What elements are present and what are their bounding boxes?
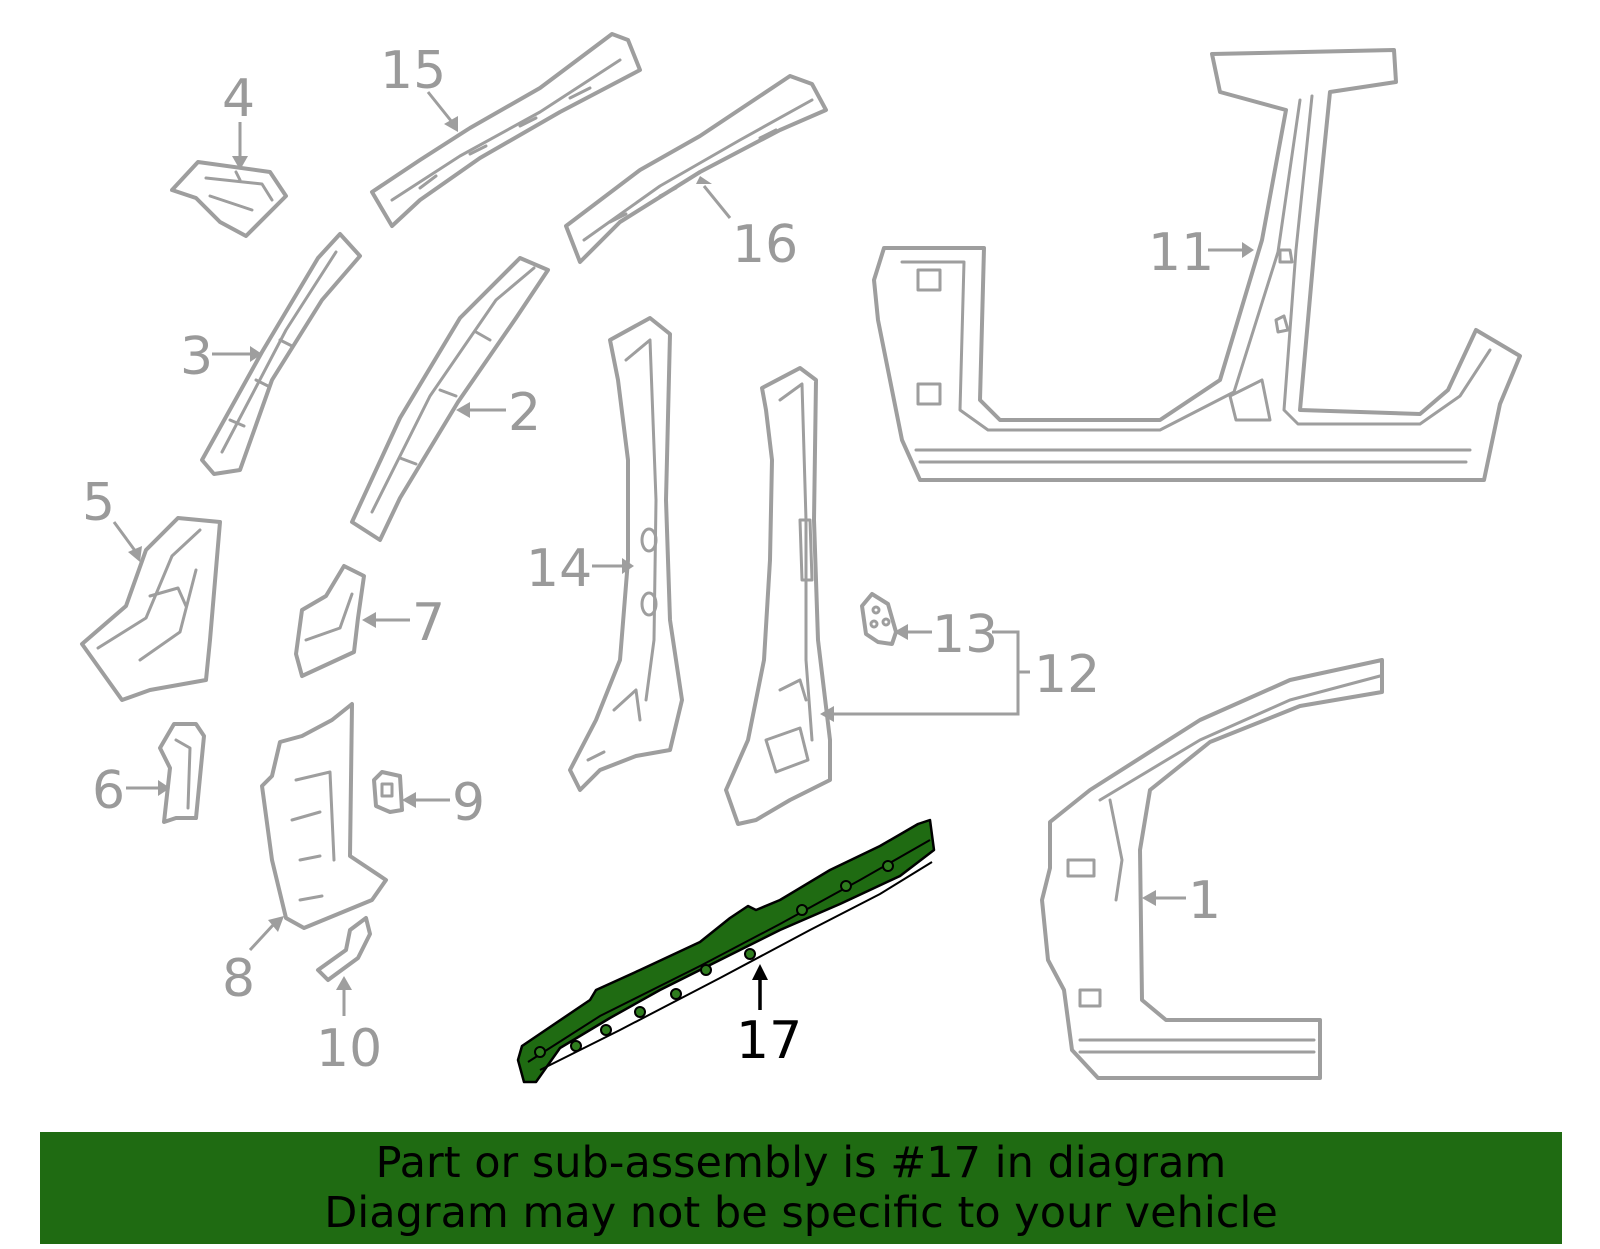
part-6 [158, 722, 206, 824]
part-12-pillar [724, 366, 832, 826]
callout-8: 8 [222, 949, 255, 1009]
part-11 [872, 48, 1522, 482]
callout-6: 6 [92, 761, 125, 821]
callout-14: 14 [526, 539, 592, 599]
part-16 [564, 74, 828, 264]
footer-banner: Part or sub-assembly is #17 in diagram D… [40, 1132, 1562, 1244]
callout-17-highlighted: 17 [736, 1011, 802, 1071]
part-15 [370, 32, 642, 228]
callout-2: 2 [508, 383, 541, 443]
part-7 [294, 564, 366, 678]
part-14 [568, 316, 684, 792]
footer-line-1: Part or sub-assembly is #17 in diagram [375, 1138, 1227, 1188]
callout-5: 5 [82, 473, 115, 533]
part-17-highlighted [516, 818, 936, 1084]
callout-11: 11 [1148, 223, 1214, 283]
part-3 [200, 232, 362, 476]
part-13 [860, 592, 898, 646]
part-10 [316, 916, 372, 982]
callout-9: 9 [452, 773, 485, 833]
callout-12: 12 [1034, 645, 1100, 705]
part-1 [1040, 658, 1384, 1080]
callout-7: 7 [412, 593, 445, 653]
callout-16: 16 [732, 215, 798, 275]
callout-13: 13 [932, 605, 998, 665]
part-2 [350, 256, 550, 542]
callout-15: 15 [380, 41, 446, 101]
footer-line-2: Diagram may not be specific to your vehi… [324, 1188, 1278, 1238]
callout-4: 4 [222, 69, 255, 129]
leader-lines [112, 91, 1254, 1016]
part-9 [372, 770, 404, 814]
callout-10: 10 [316, 1019, 382, 1079]
callout-1: 1 [1188, 871, 1221, 931]
callout-3: 3 [180, 327, 213, 387]
part-5 [80, 516, 222, 702]
part-4 [170, 160, 288, 238]
part-8 [260, 702, 388, 930]
